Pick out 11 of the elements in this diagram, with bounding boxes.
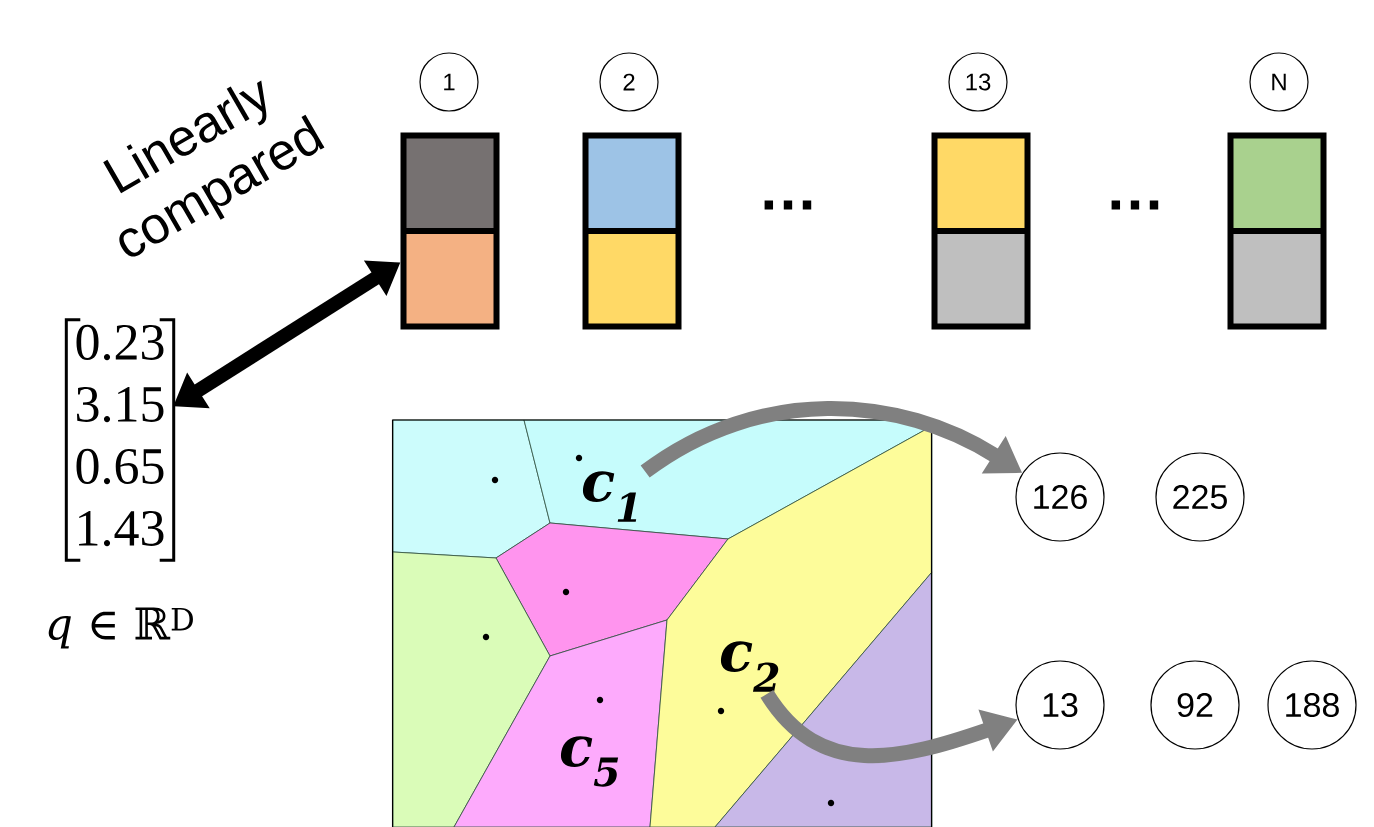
centroid-label: c$_{2}$ (720, 641, 779, 692)
centroid-label: c$_{1}$ (582, 471, 637, 522)
centroid-label: c$_{5}$ (560, 736, 619, 787)
code-column (582, 132, 682, 330)
code-column (1227, 132, 1327, 330)
code-column (931, 132, 1031, 330)
ellipsis: … (1111, 200, 1159, 210)
code-column (400, 132, 500, 330)
vector: 0.23 3.15 0.65 1.43 (64, 318, 176, 562)
vector-label: q ∈ ℝ$^{D}$ (48, 607, 193, 649)
ellipsis: … (764, 200, 812, 210)
